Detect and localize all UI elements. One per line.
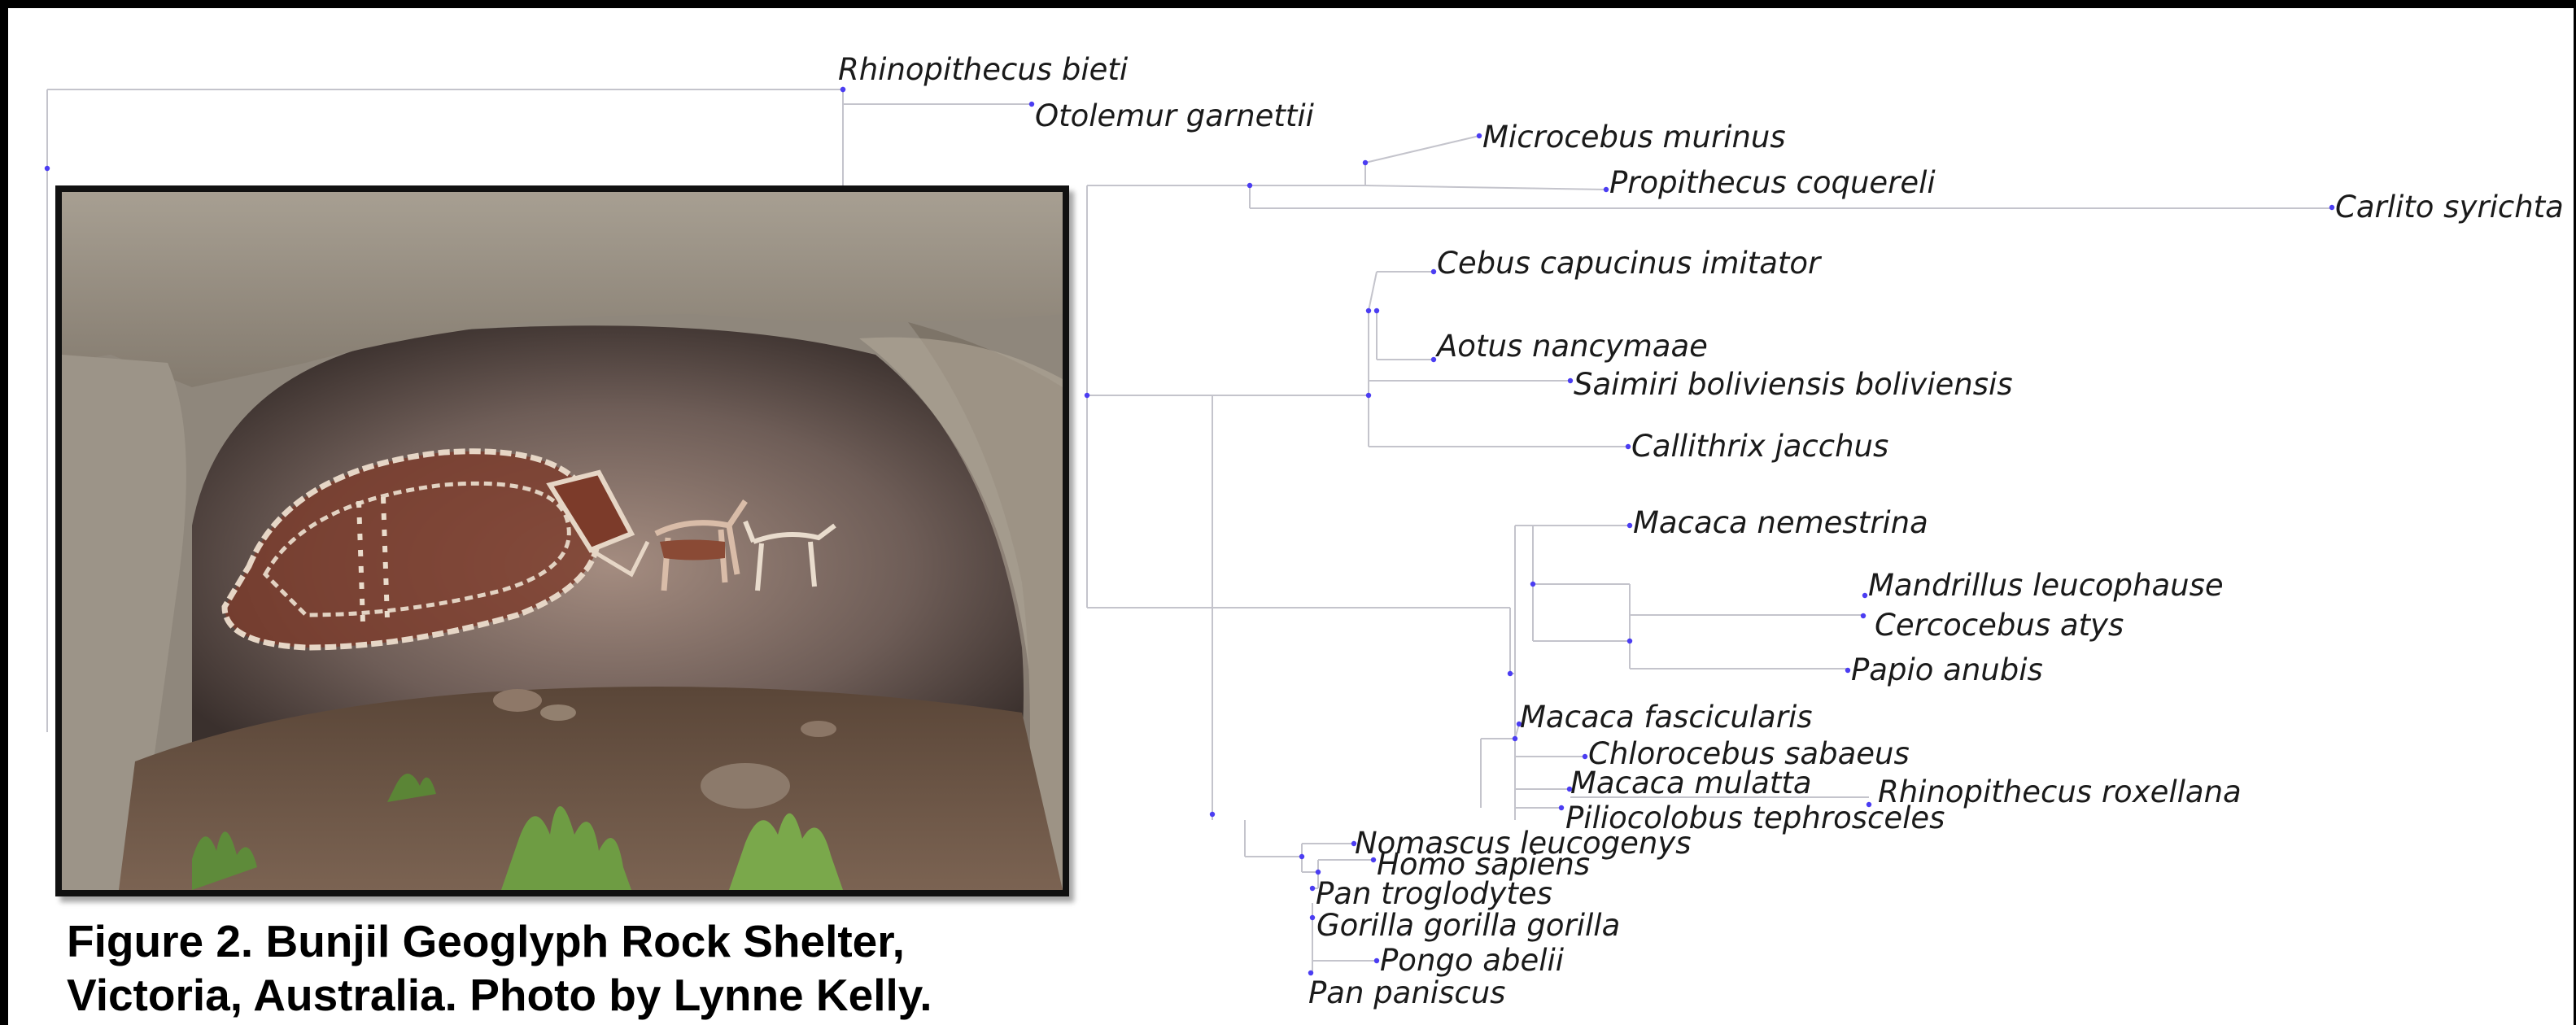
internal-node — [1530, 582, 1535, 587]
internal-node — [1247, 183, 1252, 188]
leaf-node — [1604, 187, 1609, 192]
leaf-node — [1431, 357, 1436, 362]
leaf-node — [1029, 102, 1034, 107]
internal-node — [1085, 393, 1089, 398]
leaf-node — [2329, 205, 2334, 210]
rock-shelter-photo — [55, 185, 1069, 896]
internal-node — [1366, 393, 1371, 398]
branch-line — [1365, 136, 1479, 163]
taxon-label: Carlito syrichta — [2335, 190, 2564, 225]
taxon-label: Callithrix jacchus — [1631, 429, 1888, 464]
leaf-node — [1371, 857, 1376, 862]
internal-node — [45, 166, 50, 171]
leaf-node — [1374, 958, 1379, 963]
leaf-node — [1310, 915, 1315, 920]
rock-shelter-image — [62, 192, 1063, 890]
taxon-label: Rhinopithecus bieti — [838, 52, 1129, 87]
taxon-label: Pongo abelii — [1380, 943, 1565, 978]
internal-node — [1316, 870, 1321, 875]
taxon-label: Macaca nemestrina — [1633, 505, 1928, 540]
taxon-label: Propithecus coquereli — [1609, 165, 1936, 200]
caption-line-1: Figure 2. Bunjil Geoglyph Rock Shelter, — [67, 914, 1124, 968]
taxon-label: Aotus nancymaae — [1435, 329, 1708, 364]
leaf-node — [1626, 444, 1631, 449]
leaf-node — [1861, 613, 1866, 618]
branch-line — [1365, 185, 1606, 190]
taxon-label: Pan troglodytes — [1316, 876, 1552, 911]
leaf-node — [1431, 269, 1436, 274]
leaf-node — [1559, 805, 1564, 810]
leaf-node — [1627, 523, 1632, 528]
taxon-label: Cebus capucinus imitator — [1437, 246, 1823, 281]
internal-node — [1210, 812, 1215, 817]
taxon-label: Mandrillus leucophause — [1868, 568, 2224, 603]
leaf-node — [1310, 886, 1315, 891]
branch-line — [1369, 272, 1377, 311]
leaf-node — [1477, 133, 1482, 138]
leaf-node — [1568, 378, 1573, 383]
taxon-label: Pan paniscus — [1308, 975, 1505, 1010]
taxon-label: Macaca mulatta — [1570, 765, 1812, 800]
leaf-node — [840, 87, 845, 92]
taxon-label: Gorilla gorilla gorilla — [1316, 908, 1620, 943]
taxon-label: Saimiri boliviensis boliviensis — [1574, 367, 2013, 402]
taxon-label: Microcebus murinus — [1482, 120, 1786, 155]
internal-node — [1299, 854, 1304, 859]
leaf-node — [1862, 593, 1867, 598]
internal-node — [1627, 639, 1632, 643]
taxon-label: Papio anubis — [1851, 652, 2043, 687]
caption-line-2: Victoria, Australia. Photo by Lynne Kell… — [67, 968, 1124, 1022]
taxon-label: Cercocebus atys — [1875, 608, 2124, 643]
internal-node — [1508, 671, 1513, 676]
taxon-label: Macaca fascicularis — [1520, 700, 1813, 735]
leaf-node — [1845, 668, 1850, 673]
leaf-node — [1583, 754, 1587, 759]
internal-node — [1363, 160, 1368, 165]
internal-node — [1374, 308, 1379, 313]
internal-node — [1513, 736, 1517, 741]
internal-node — [1366, 308, 1371, 313]
figure-caption: Figure 2. Bunjil Geoglyph Rock Shelter, … — [67, 914, 1124, 1022]
taxon-label: Otolemur garnettii — [1035, 98, 1315, 133]
